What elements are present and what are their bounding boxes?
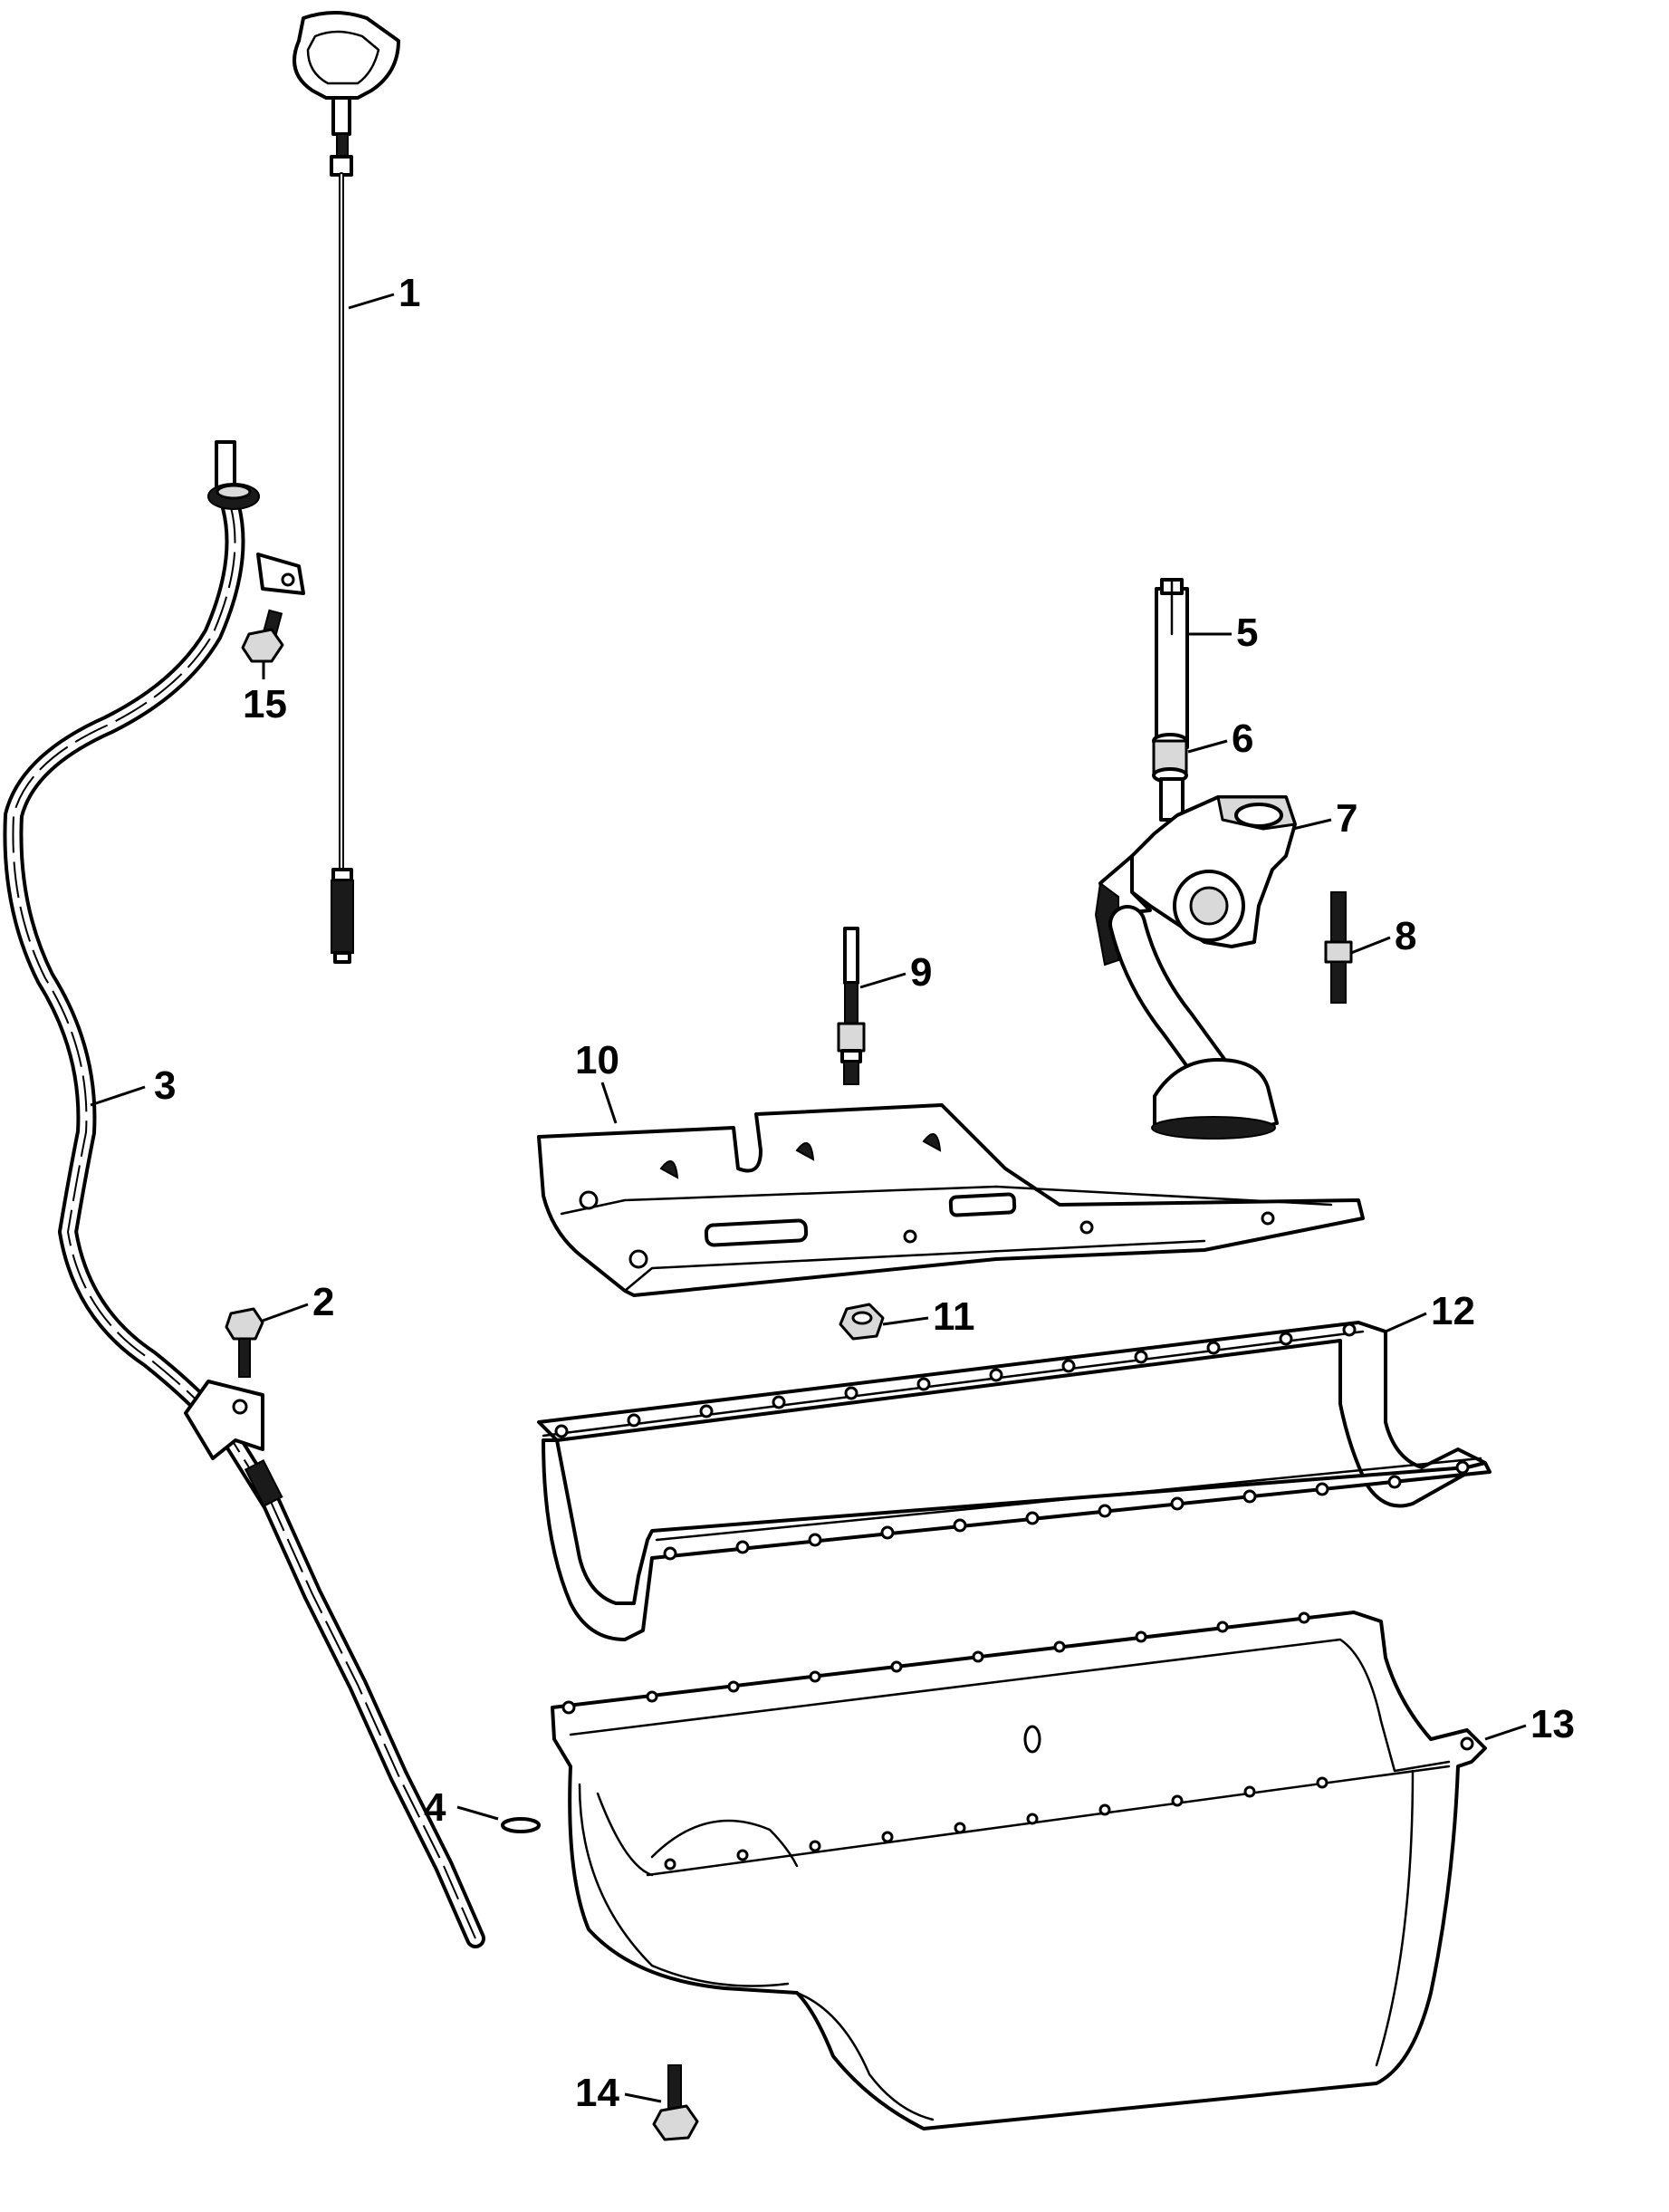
callout-8: 8	[1395, 914, 1416, 958]
part-bolt-2	[225, 1307, 264, 1378]
part-dipstick	[293, 11, 400, 964]
callout-2: 2	[312, 1280, 334, 1324]
callout-3: 3	[154, 1063, 176, 1108]
part-nut-11	[839, 1303, 885, 1341]
part-bolt-14	[652, 2064, 699, 2141]
leader-9	[859, 972, 906, 989]
leader-1	[348, 293, 395, 310]
callout-5: 5	[1236, 611, 1258, 655]
part-oil-pan-gasket	[537, 1321, 1492, 1641]
callout-12: 12	[1431, 1289, 1475, 1333]
leader-14	[624, 2092, 662, 2103]
callout-13: 13	[1530, 1702, 1575, 1746]
leader-12	[1385, 1312, 1427, 1333]
callout-4: 4	[424, 1785, 446, 1830]
part-collar	[1152, 733, 1188, 784]
leader-7	[1292, 818, 1332, 831]
leader-4	[456, 1805, 499, 1821]
part-bolt-15	[241, 609, 284, 663]
part-pump-shaft	[1155, 578, 1189, 749]
callout-9: 9	[910, 950, 932, 995]
callout-7: 7	[1336, 796, 1357, 841]
part-dipstick-tube	[3, 440, 485, 1948]
leader-8	[1350, 936, 1391, 955]
callout-labels: 1 2 3 4 5 6 7 8 9 10 11 12 13 14 15	[154, 271, 1575, 2115]
gasket-bolt-holes	[554, 1322, 1470, 1561]
callout-15: 15	[243, 682, 287, 726]
leader-10	[600, 1082, 618, 1124]
pan-bolt-holes	[561, 1611, 1474, 1871]
part-stud-8	[1324, 891, 1353, 1004]
leader-6	[1187, 739, 1228, 754]
callout-10: 10	[575, 1038, 619, 1082]
leader-11	[882, 1316, 929, 1326]
leader-13	[1484, 1724, 1527, 1741]
part-windage-tray	[537, 1103, 1365, 1297]
part-stud-9	[837, 927, 866, 1085]
leader-lines	[90, 293, 1527, 2103]
leader-3	[90, 1085, 146, 1107]
part-oil-pan	[551, 1611, 1487, 2130]
callout-11: 11	[933, 1294, 975, 1339]
callout-1: 1	[398, 271, 420, 315]
part-oil-pump	[1094, 777, 1297, 1140]
callout-14: 14	[575, 2071, 619, 2115]
callout-6: 6	[1232, 716, 1253, 761]
leader-2	[262, 1303, 309, 1322]
part-o-ring	[501, 1817, 541, 1833]
